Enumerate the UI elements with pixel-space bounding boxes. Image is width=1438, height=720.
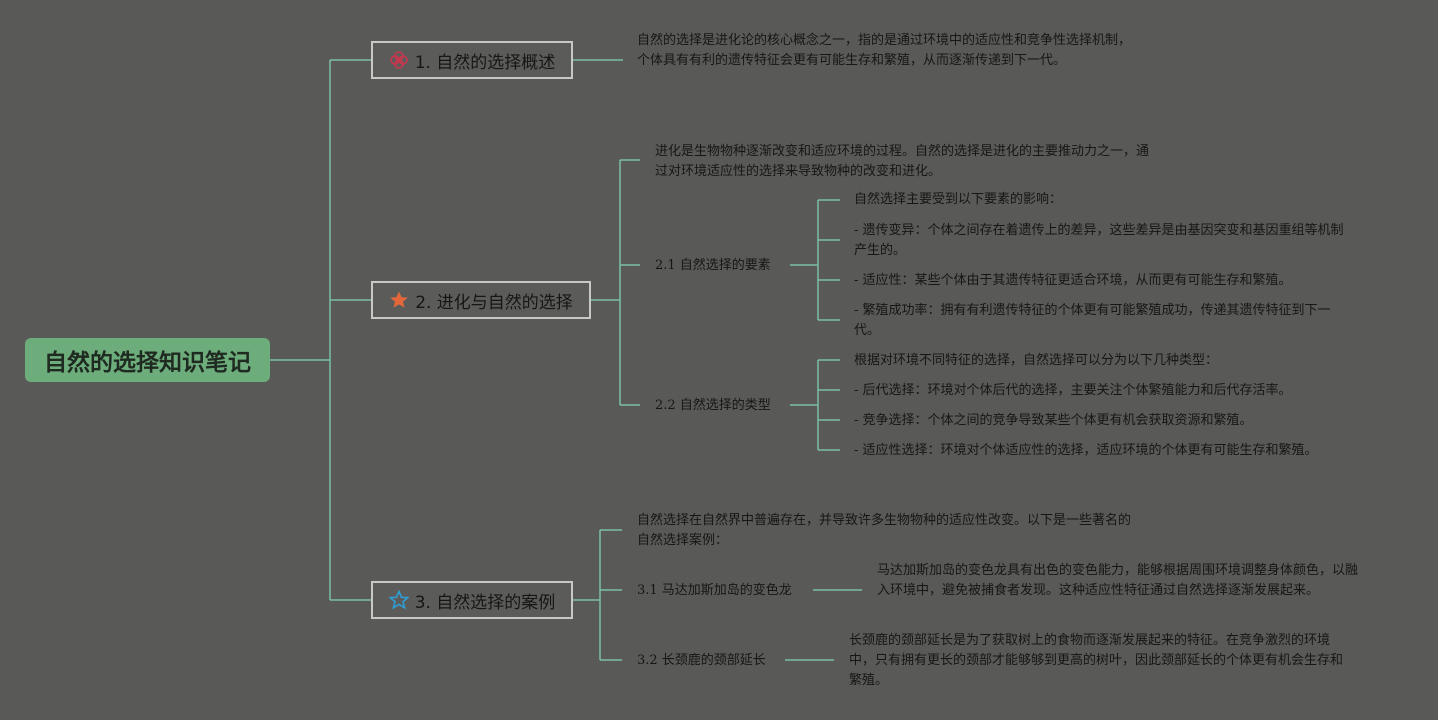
subtopic-3-2-description: 长颈鹿的颈部延长是为了获取树上的食物而逐渐发展起来的特征。在竞争激烈的环境中，只…	[849, 633, 1344, 688]
topic-label-3: 3. 自然选择的案例	[414, 592, 556, 613]
topic-node-3[interactable]: 3. 自然选择的案例	[371, 581, 573, 619]
subtopic-2-1-item: 自然选择主要受到以下要素的影响：	[854, 192, 1063, 207]
subtopic-3-1[interactable]: 3.1 马达加斯加岛的变色龙	[637, 583, 792, 598]
star-outline-icon	[388, 590, 409, 610]
subtopic-2-1-item: - 遗传变异：个体之间存在着遗传上的差异，这些差异是由基因突变和基因重组等机制产…	[854, 223, 1344, 258]
subtopic-2-2-item: - 竞争选择：个体之间的竞争导致某些个体更有机会获取资源和繁殖。	[854, 413, 1253, 428]
subtopic-2-2-item: 根据对环境不同特征的选择，自然选择可以分为以下几种类型：	[854, 353, 1219, 368]
subtopic-2-1-item: - 适应性：某些个体由于其遗传特征更适合环境，从而更有可能生存和繁殖。	[854, 273, 1292, 288]
topic-label-1: 1. 自然的选择概述	[414, 52, 556, 73]
star-filled-icon	[390, 291, 408, 308]
subtopic-2-1-item: - 繁殖成功率：拥有有利遗传特征的个体更有可能繁殖成功，传递其遗传特征到下一代。	[854, 303, 1331, 338]
topic-2-intro: 进化是生物物种逐渐改变和适应环境的过程。自然的选择是进化的主要推动力之一，通过对…	[655, 144, 1150, 179]
root-node[interactable]: 自然的选择知识笔记	[25, 338, 270, 382]
topic-node-2[interactable]: 2. 进化与自然的选择	[371, 281, 591, 319]
topic-node-1[interactable]: 1. 自然的选择概述	[371, 41, 573, 79]
subtopic-2-2-item: - 后代选择：环境对个体后代的选择，主要关注个体繁殖能力和后代存活率。	[854, 383, 1292, 398]
subtopic-2-2[interactable]: 2.2 自然选择的类型	[655, 398, 771, 413]
subtopic-3-1-description: 马达加斯加岛的变色龙具有出色的变色能力，能够根据周围环境调整身体颜色，以融入环境…	[877, 563, 1359, 598]
topic-label-2: 2. 进化与自然的选择	[415, 292, 573, 313]
subtopic-2-1[interactable]: 2.1 自然选择的要素	[655, 258, 771, 273]
topic-1-description: 自然的选择是进化论的核心概念之一，指的是通过环境中的适应性和竞争性选择机制，个体…	[637, 33, 1132, 68]
flower-icon	[389, 51, 408, 69]
topic-3-intro: 自然选择在自然界中普遍存在，并导致许多生物物种的适应性改变。以下是一些著名的自然…	[637, 513, 1132, 548]
root-label: 自然的选择知识笔记	[44, 350, 251, 376]
subtopic-3-2[interactable]: 3.2 长颈鹿的颈部延长	[637, 653, 766, 668]
subtopic-2-2-item: - 适应性选择：环境对个体适应性的选择，适应环境的个体更有可能生存和繁殖。	[854, 443, 1318, 458]
